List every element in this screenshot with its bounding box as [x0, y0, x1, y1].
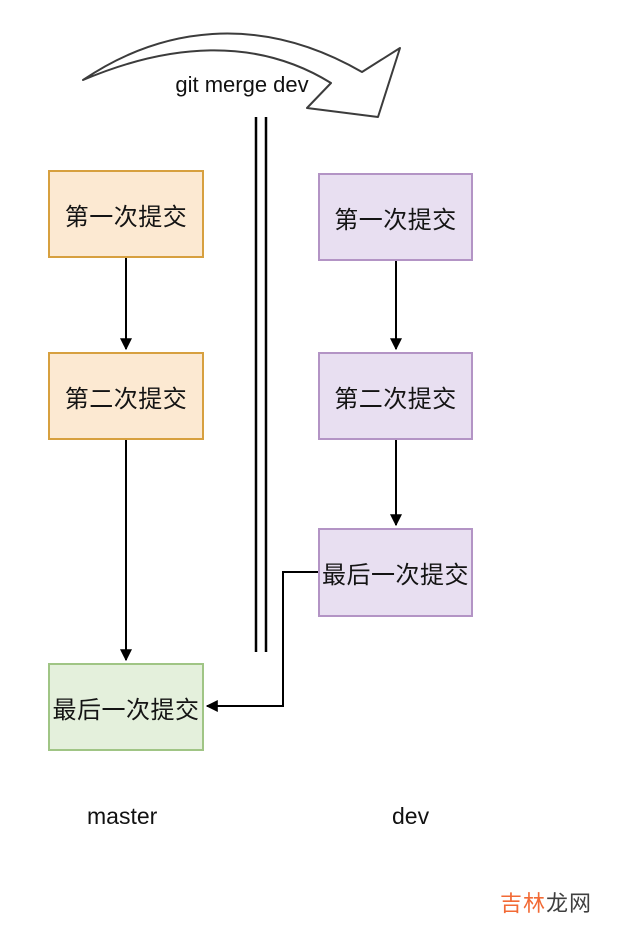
site-watermark: 吉林龙网 [500, 886, 592, 918]
commit-box-dev-3-label: 最后一次提交 [322, 562, 469, 589]
commit-box-dev-1: 第一次提交 [318, 173, 473, 261]
commit-box-master-merge-label: 最后一次提交 [52, 696, 200, 724]
branch-label-master: master [87, 803, 158, 829]
commit-box-dev-1-label: 第一次提交 [334, 206, 457, 234]
commit-box-dev-3: 最后一次提交 [318, 528, 473, 617]
connector-dev-to-merge-commit [205, 571, 318, 712]
branch-label-dev: dev [392, 803, 430, 829]
watermark-plain-text: 龙网 [546, 891, 593, 916]
commit-box-dev-2-label: 第二次提交 [334, 385, 457, 413]
merge-command-label: git merge dev [175, 72, 309, 97]
commit-box-master-1-label: 第一次提交 [64, 203, 188, 231]
merge-divider-lines [254, 117, 268, 652]
commit-box-master-2-label: 第二次提交 [64, 385, 188, 413]
commit-box-master-merge: 最后一次提交 [48, 663, 204, 751]
commit-box-master-1: 第一次提交 [48, 170, 204, 258]
commit-box-dev-2: 第二次提交 [318, 352, 473, 440]
watermark-accent-text: 吉林 [500, 891, 547, 916]
commit-box-master-2: 第二次提交 [48, 352, 204, 440]
